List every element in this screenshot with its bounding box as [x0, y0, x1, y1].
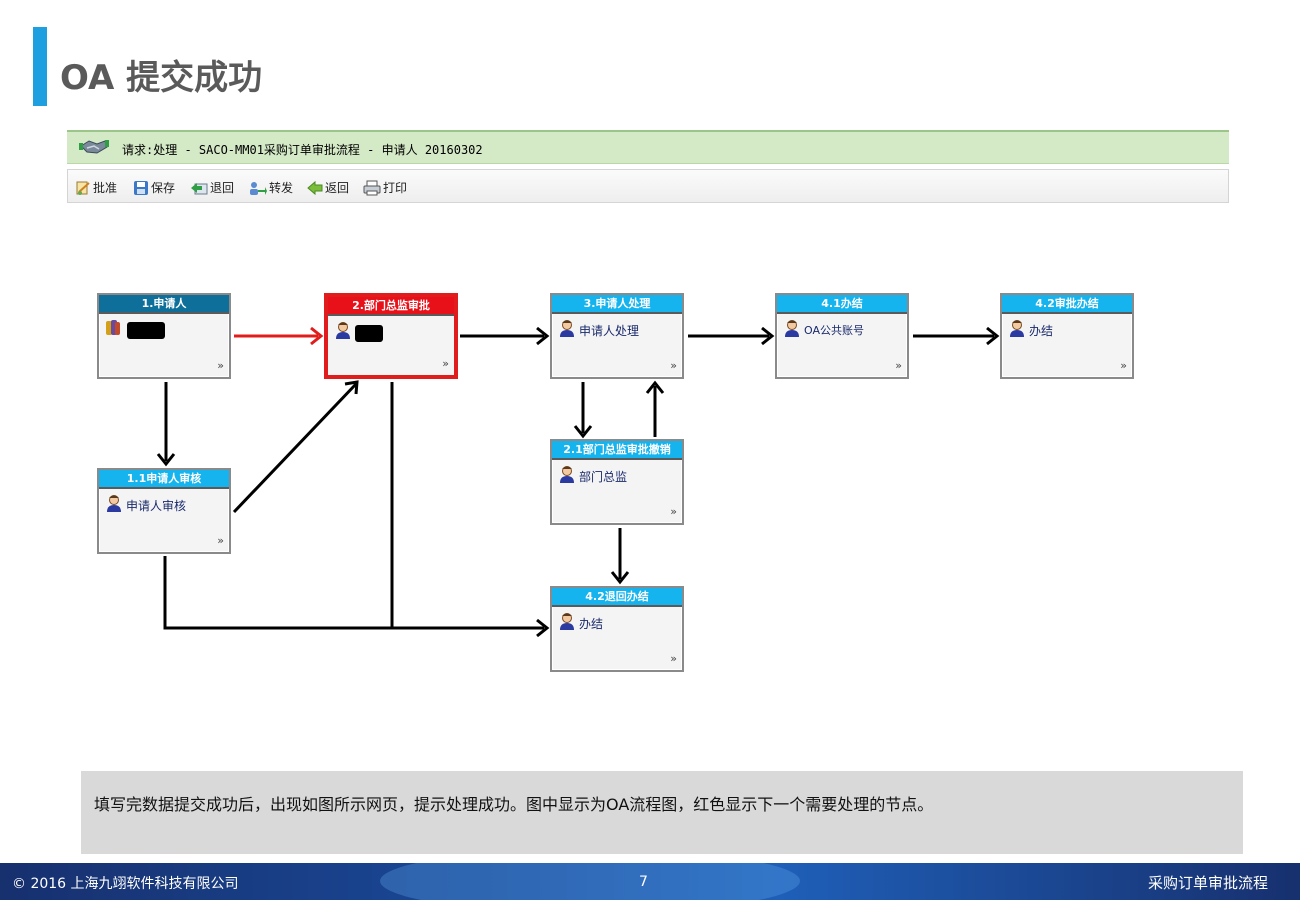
user-group-icon: [106, 320, 120, 335]
user-icon: [560, 320, 574, 337]
save-icon: [134, 180, 148, 195]
footer-topic: 采购订单审批流程: [1147, 874, 1268, 892]
node-assignee: 办结: [1029, 324, 1054, 338]
back-arrow-icon: [307, 180, 323, 195]
arrowhead-n3-n41: [761, 326, 775, 346]
node-title: 2.1部门总监审批撤销: [552, 441, 682, 460]
toolbar: 批准 保存 退回 转发 返回 打印: [67, 169, 1229, 203]
page-number: 7: [639, 874, 648, 890]
footer: © 2016 上海九翊软件科技有限公司 7 采购订单审批流程: [0, 863, 1300, 900]
flow-node-4-2-return-completed[interactable]: 4.2退回办结 办结 »: [550, 586, 684, 672]
reject-button[interactable]: 退回: [190, 179, 234, 196]
arrowhead-n21-n3: [645, 380, 665, 394]
arrowhead-n3-n21: [573, 425, 593, 439]
arrowhead-n11-n2: [344, 380, 359, 395]
printer-icon: [363, 180, 381, 195]
node-title: 4.2审批办结: [1002, 295, 1132, 314]
user-icon: [560, 466, 574, 483]
arrowhead-n1-n11: [156, 453, 176, 467]
node-more-link[interactable]: »: [442, 357, 449, 370]
reject-icon: [191, 182, 208, 194]
node-more-link[interactable]: »: [670, 652, 677, 665]
request-bar: 请求:处理 - SACO-MM01采购订单审批流程 - 申请人 20160302: [67, 130, 1229, 164]
node-more-link[interactable]: »: [217, 534, 224, 547]
approve-button[interactable]: 批准: [75, 179, 117, 196]
arrowhead-n1-n2: [310, 326, 324, 346]
forward-button[interactable]: 转发: [249, 179, 293, 196]
flow-node-2-director-approval[interactable]: 2.部门总监审批 »: [324, 293, 458, 379]
request-text: 请求:处理 - SACO-MM01采购订单审批流程 - 申请人 20160302: [122, 143, 483, 157]
forward-users-icon: [250, 181, 267, 195]
flow-node-4-1-completed[interactable]: 4.1办结 OA公共账号 »: [775, 293, 909, 379]
node-title: 4.1办结: [777, 295, 907, 314]
node-more-link[interactable]: »: [1120, 359, 1127, 372]
user-icon: [107, 495, 121, 512]
node-more-link[interactable]: »: [670, 505, 677, 518]
caption-text: 填写完数据提交成功后，出现如图所示网页，提示处理成功。图中显示为OA流程图，红色…: [94, 795, 934, 814]
arrowhead-into-n42b: [536, 618, 550, 638]
arrowhead-n21-n42b: [610, 571, 630, 585]
node-assignee: 申请人审核: [126, 499, 187, 513]
user-icon: [336, 322, 350, 339]
redacted-name: [127, 322, 165, 339]
node-assignee: OA公共账号: [804, 324, 864, 337]
footer-copyright: © 2016 上海九翊软件科技有限公司: [12, 876, 239, 892]
back-button[interactable]: 返回: [307, 179, 349, 196]
node-assignee: 办结: [579, 617, 604, 631]
arrowhead-n41-n42a: [986, 326, 1000, 346]
user-icon: [785, 320, 799, 337]
footer-swoosh: [380, 863, 800, 900]
user-icon: [560, 613, 574, 630]
node-title: 2.部门总监审批: [328, 297, 454, 316]
title-accent-bar: [33, 27, 47, 106]
arrow-n11-n2: [232, 382, 358, 514]
flow-node-3-applicant-process[interactable]: 3.申请人处理 申请人处理 »: [550, 293, 684, 379]
node-more-link[interactable]: »: [670, 359, 677, 372]
arrow-n11-n42b: [163, 556, 544, 630]
approve-label: 批准: [93, 181, 118, 195]
print-label: 打印: [383, 181, 408, 195]
node-title: 3.申请人处理: [552, 295, 682, 314]
node-more-link[interactable]: »: [895, 359, 902, 372]
handshake-icon: [79, 140, 109, 154]
node-title: 4.2退回办结: [552, 588, 682, 607]
forward-label: 转发: [269, 181, 294, 195]
node-title: 1.1申请人审核: [99, 470, 229, 489]
reject-label: 退回: [210, 181, 235, 195]
node-assignee: 申请人处理: [579, 324, 640, 338]
flow-node-2-1-director-revoke[interactable]: 2.1部门总监审批撤销 部门总监 »: [550, 439, 684, 525]
arrowhead-n2-n3: [536, 326, 550, 346]
node-more-link[interactable]: »: [217, 359, 224, 372]
redacted-name: [355, 325, 383, 342]
flow-node-1-applicant[interactable]: 1.申请人 »: [97, 293, 231, 379]
approve-icon: [76, 181, 90, 195]
flow-node-4-2-approval-completed[interactable]: 4.2审批办结 办结 »: [1000, 293, 1134, 379]
node-assignee: 部门总监: [579, 470, 628, 484]
node-title: 1.申请人: [99, 295, 229, 314]
back-label: 返回: [325, 181, 350, 195]
caption-box: 填写完数据提交成功后，出现如图所示网页，提示处理成功。图中显示为OA流程图，红色…: [81, 771, 1243, 854]
flow-node-1-1-applicant-review[interactable]: 1.1申请人审核 申请人审核 »: [97, 468, 231, 554]
user-icon: [1010, 320, 1024, 337]
save-label: 保存: [151, 181, 176, 195]
print-button[interactable]: 打印: [363, 179, 407, 196]
slide-title: OA 提交成功: [60, 58, 263, 98]
save-button[interactable]: 保存: [133, 179, 175, 196]
